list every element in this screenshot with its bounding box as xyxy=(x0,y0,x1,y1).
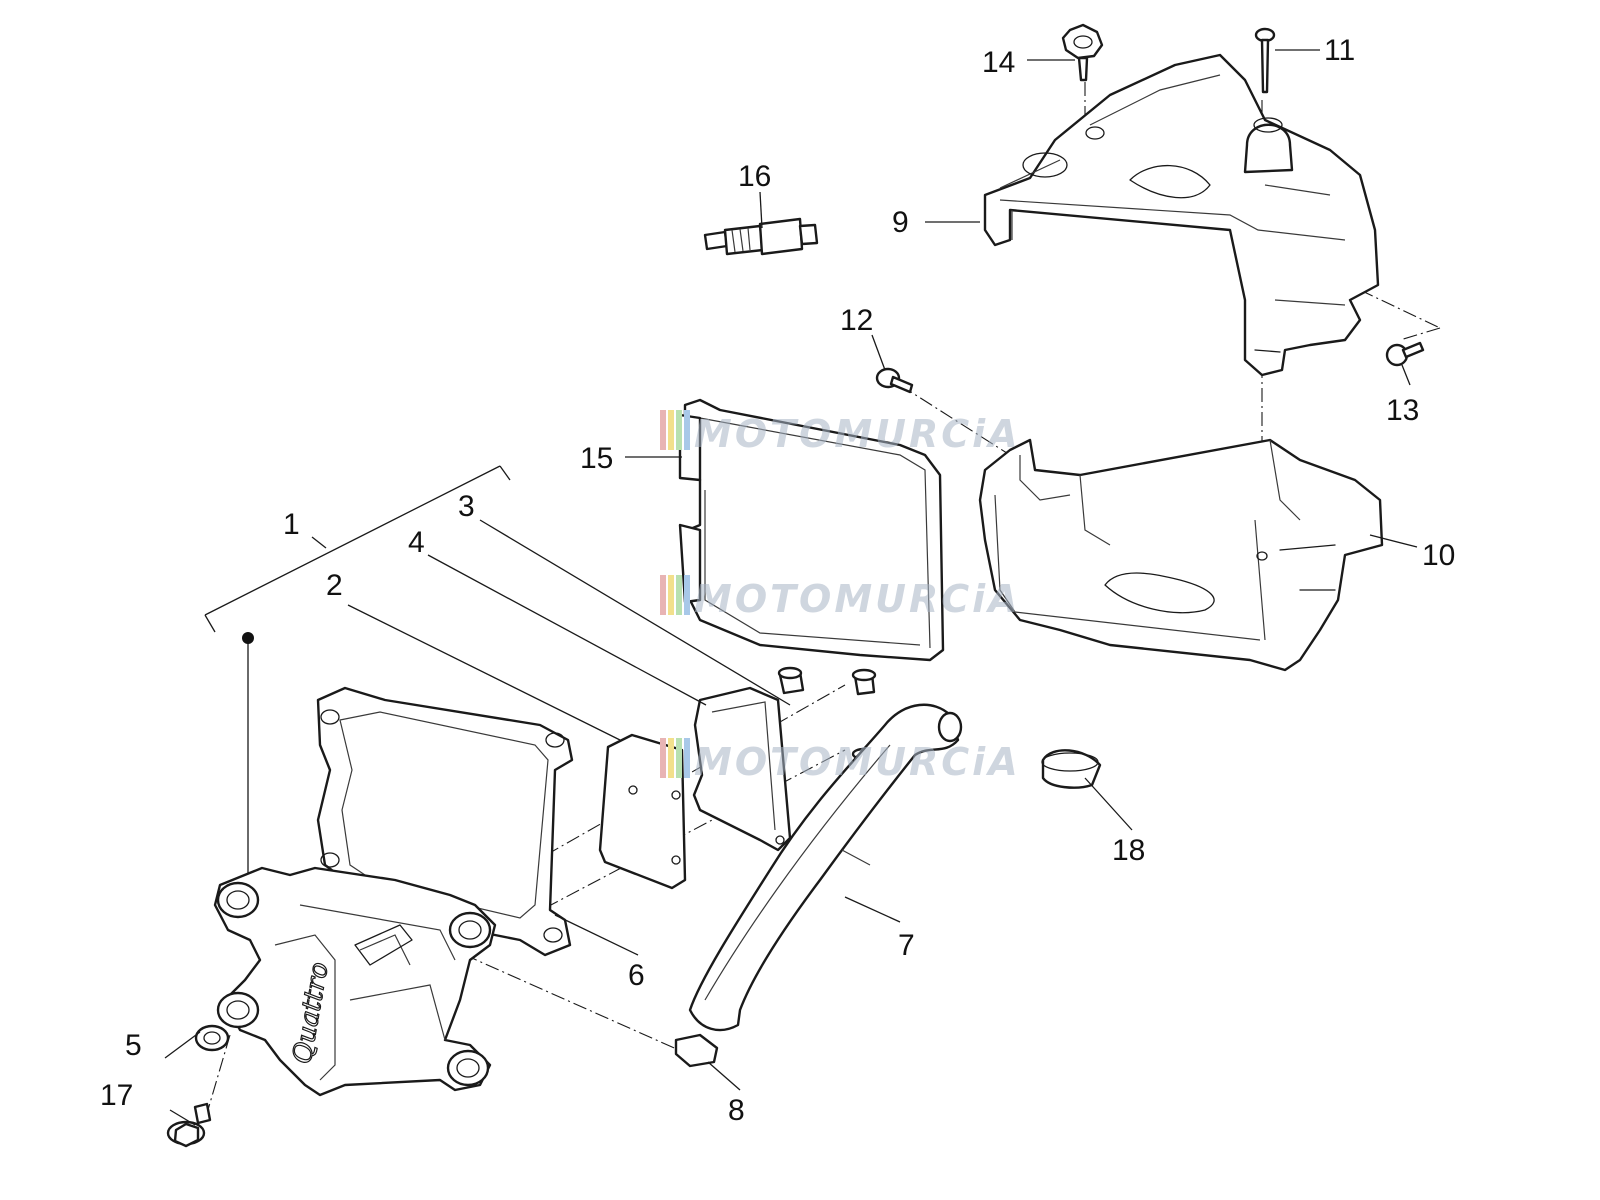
callout-4: 4 xyxy=(408,526,425,559)
cylinder-head-cover: Quattro xyxy=(213,866,497,1097)
clamp-part-8 xyxy=(674,1033,719,1068)
callout-5: 5 xyxy=(125,1029,142,1062)
callout-10: 10 xyxy=(1422,539,1455,572)
bolt-part-17 xyxy=(166,1102,212,1148)
watermark-text: MOTOMURCiA xyxy=(694,577,1021,621)
spark-plug-part-16 xyxy=(703,217,819,256)
screw-part-11 xyxy=(1254,27,1276,94)
breather-hose-part-7 xyxy=(688,703,963,1032)
callout-14: 14 xyxy=(982,46,1015,79)
callout-18: 18 xyxy=(1112,834,1145,867)
callout-8: 8 xyxy=(728,1094,745,1127)
callout-3: 3 xyxy=(458,490,475,523)
callout-1: 1 xyxy=(283,508,300,541)
group-1-bracket xyxy=(204,465,511,888)
upper-shroud-part-9 xyxy=(983,53,1380,377)
hose-clamp-part-18 xyxy=(1041,749,1102,789)
watermark-text: MOTOMURCiA xyxy=(694,740,1021,784)
screw-part-13 xyxy=(1385,341,1425,367)
callout-16: 16 xyxy=(738,160,771,193)
watermark-text: MOTOMURCiA xyxy=(694,412,1021,456)
reed-plate-part-4 xyxy=(692,686,792,852)
callout-15: 15 xyxy=(580,442,613,475)
leader-lines xyxy=(164,49,1418,1126)
screw-part-12 xyxy=(875,367,914,394)
callout-17: 17 xyxy=(100,1079,133,1112)
washer-part-5 xyxy=(194,1024,230,1052)
callout-9: 9 xyxy=(892,206,909,239)
knob-screw-part-14 xyxy=(1061,23,1104,82)
lower-shroud-part-10 xyxy=(978,438,1384,672)
callout-2: 2 xyxy=(326,569,343,602)
callout-13: 13 xyxy=(1386,394,1419,427)
callout-numbers: 1 2 3 4 5 6 7 8 9 10 11 12 13 14 15 16 1… xyxy=(100,34,1455,1127)
callout-11: 11 xyxy=(1324,34,1355,67)
callout-12: 12 xyxy=(840,304,873,337)
watermark-top: MOTOMURCiA xyxy=(660,410,1021,456)
callout-6: 6 xyxy=(628,959,645,992)
watermark-bottom: MOTOMURCiA xyxy=(660,738,1021,784)
watermark-middle: MOTOMURCiA xyxy=(660,575,1021,621)
callout-7: 7 xyxy=(898,929,915,962)
